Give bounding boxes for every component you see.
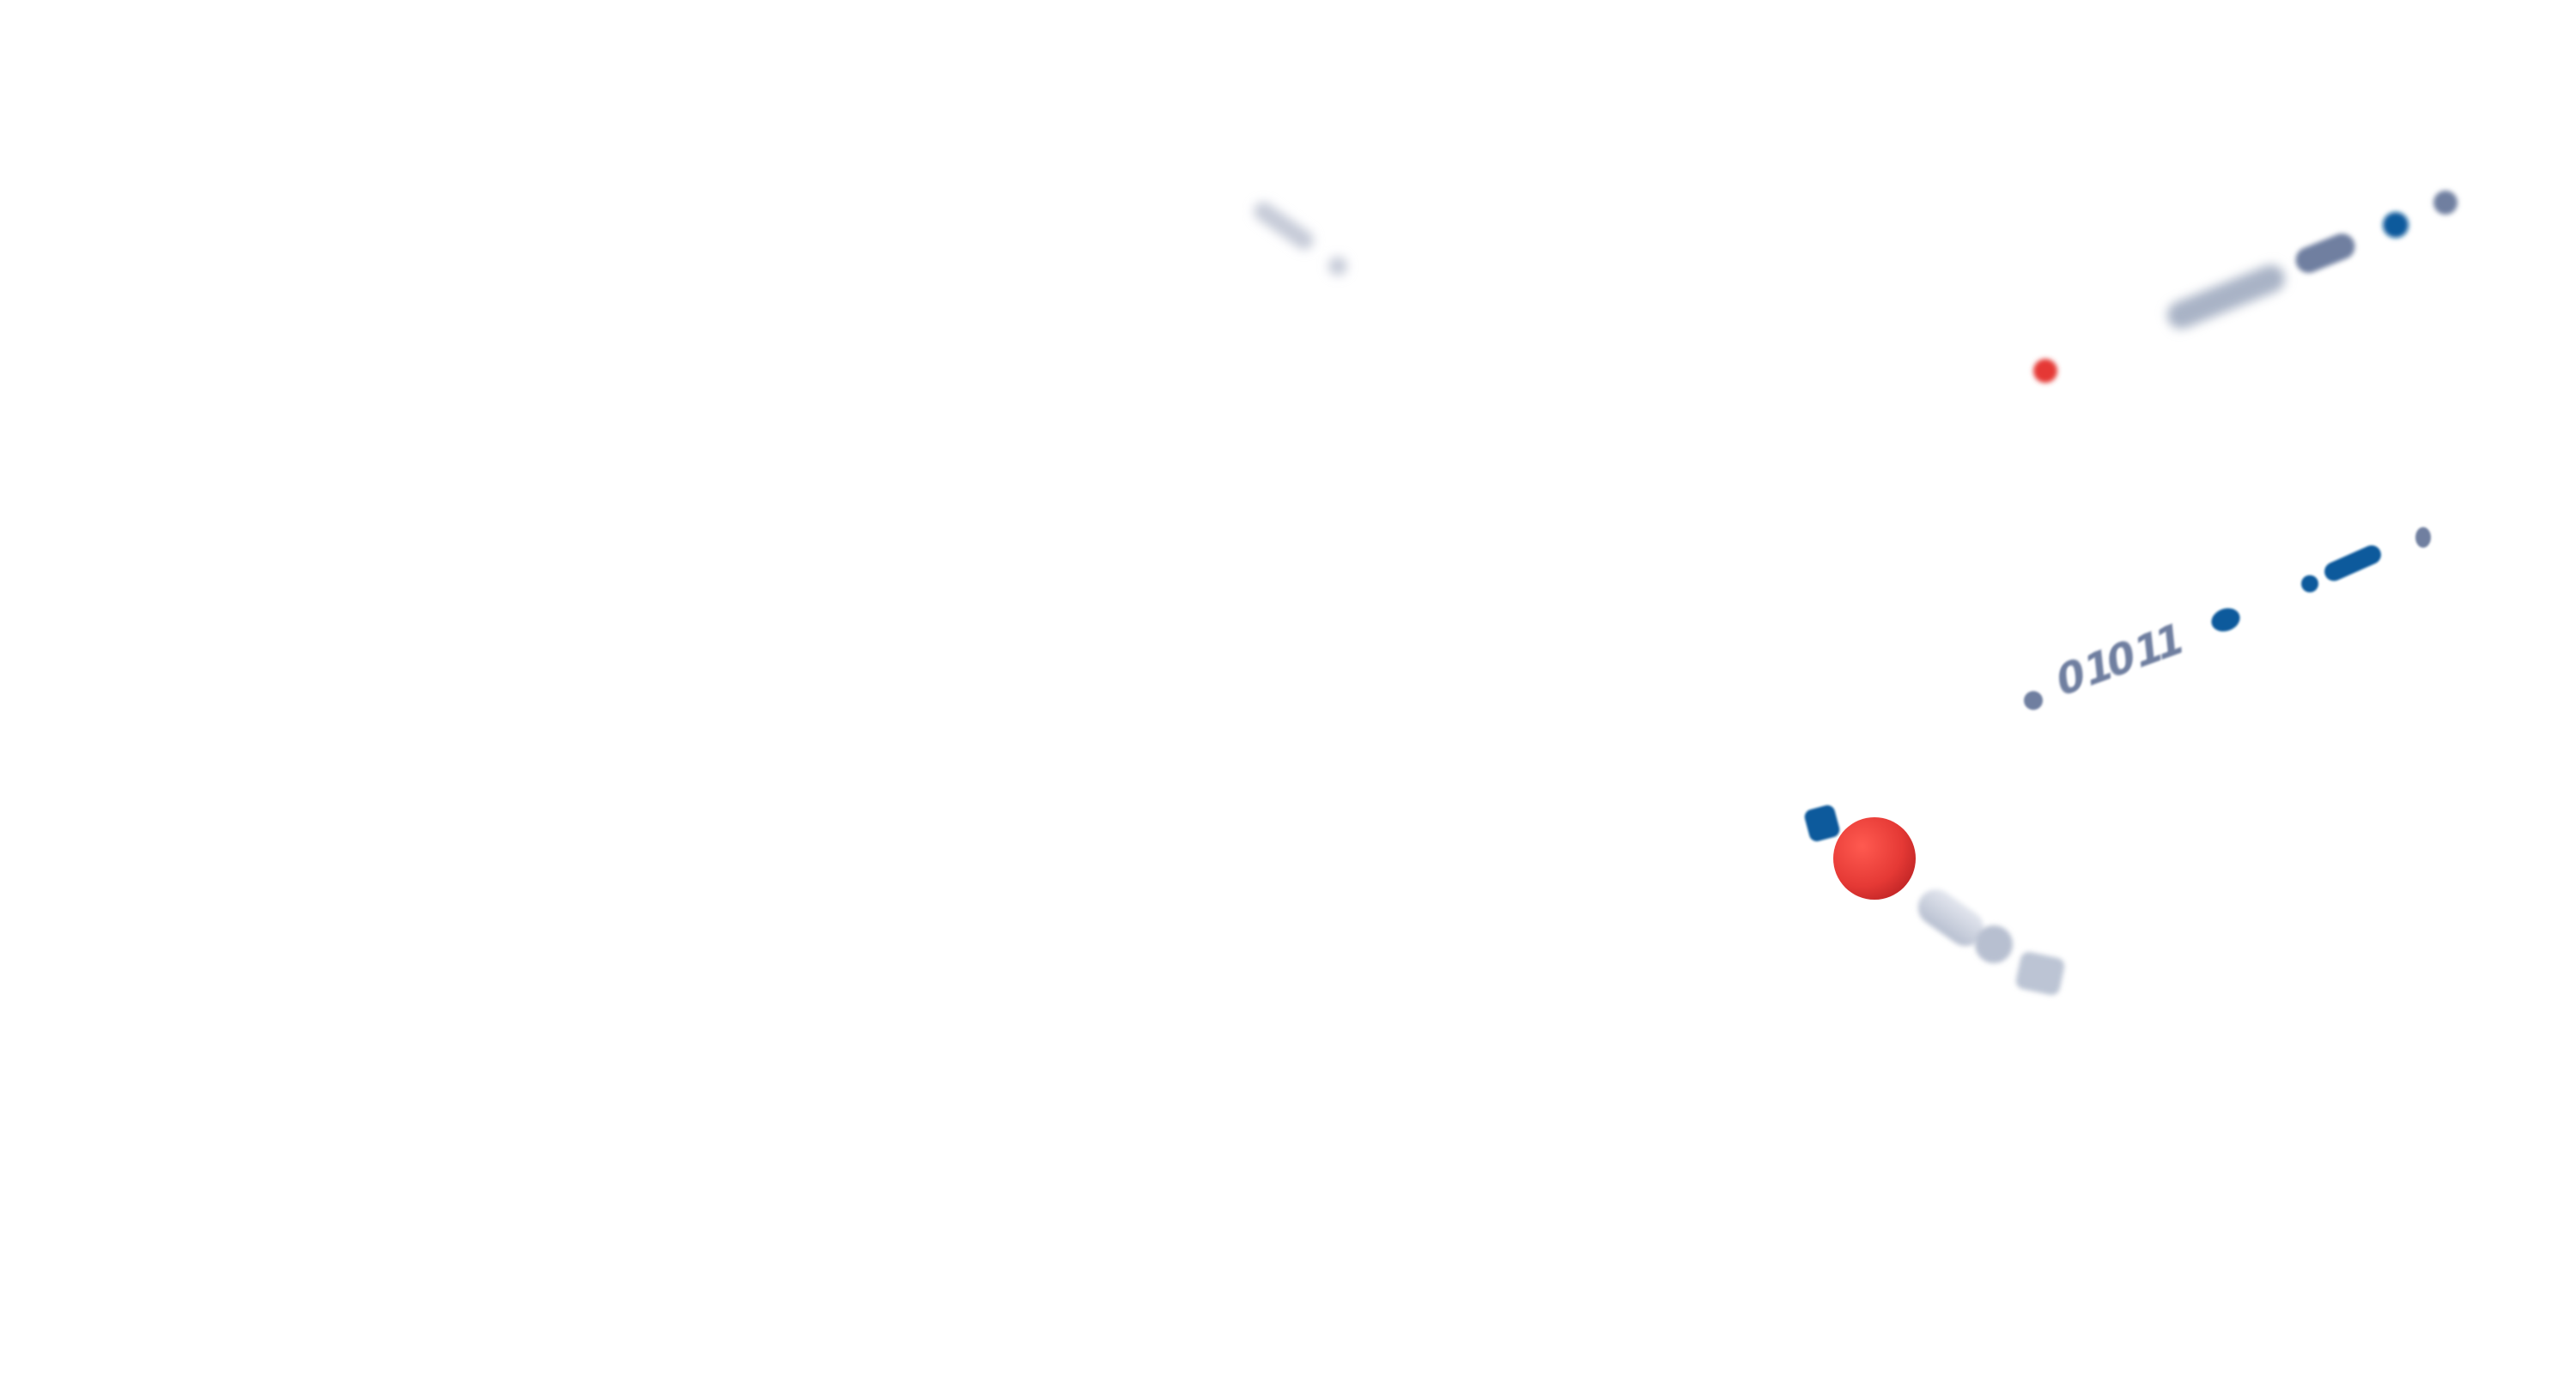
middle-right-cluster: 0 1 0 1 1 [2024, 527, 2431, 710]
blue-oval-shape [2211, 608, 2240, 632]
digit-glyph: 1 [2154, 613, 2185, 671]
blue-tiny-dot-shape [2301, 575, 2318, 592]
blue-capsule-shape [2324, 545, 2381, 581]
medium-steel-capsule-shape [2295, 234, 2355, 273]
blue-dot-shape [2383, 212, 2409, 238]
steel-dot-shape [2433, 191, 2458, 215]
faint-pill-shape [1254, 202, 1314, 250]
digit-glyph: 1 [2082, 640, 2114, 698]
long-gray-capsule-shape [2167, 264, 2285, 329]
digit-glyph: 1 [2133, 621, 2165, 679]
steel-small-dot-shape [2024, 691, 2043, 710]
big-red-sphere-shape [1833, 817, 1916, 900]
steel-tiny-oval-shape [2415, 527, 2431, 548]
top-right-cluster [2033, 191, 2458, 383]
digit-glyph: 0 [2055, 649, 2087, 707]
faint-dot-shape [1328, 257, 1347, 276]
digit-glyph: 0 [2105, 631, 2137, 689]
binary-digits: 0 1 0 1 1 [2055, 613, 2185, 707]
top-left-cluster [1254, 202, 1347, 276]
blue-hexagon-shape [1804, 805, 1840, 841]
small-red-dot-shape [2033, 359, 2057, 383]
pale-cube-shape [2015, 951, 2065, 996]
pale-cylinder-shape [1917, 889, 1984, 947]
pale-disc-shape [1975, 925, 2013, 963]
bottom-cluster [1804, 805, 2065, 996]
